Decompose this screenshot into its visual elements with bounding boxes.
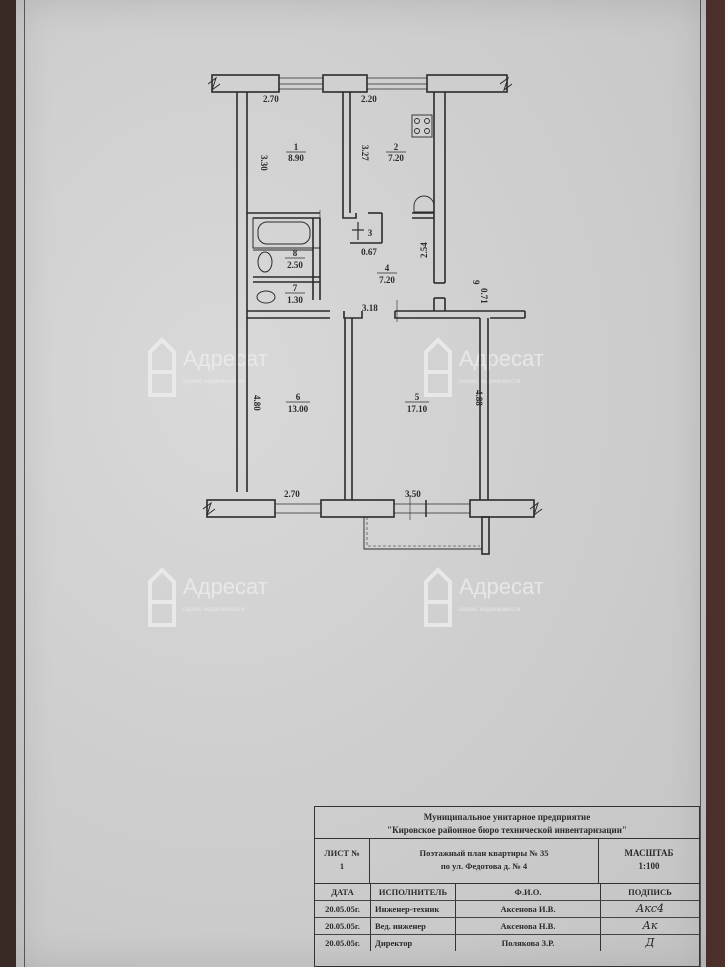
svg-text:2.50: 2.50 (287, 260, 303, 270)
svg-text:3.27: 3.27 (360, 145, 370, 161)
row-signature: Акс4 (635, 902, 665, 915)
plan-title-cell: Поэтажный план квартиры № 35 по ул. Федо… (370, 839, 599, 883)
paper-sheet (16, 0, 706, 967)
svg-text:3: 3 (368, 228, 373, 238)
svg-text:сервис недвижимости: сервис недвижимости (459, 379, 520, 385)
scale-value: 1:100 (638, 861, 660, 871)
svg-text:4: 4 (385, 263, 390, 273)
table-row: 20.05.05г. Директор Полякова З.Р. Д (315, 935, 699, 951)
header-executor: ИСПОЛНИТЕЛЬ (371, 884, 456, 900)
svg-text:0.71: 0.71 (479, 288, 489, 304)
row-name: Аксенова Н.В. (456, 918, 601, 934)
sheet-cell: ЛИСТ № 1 (315, 839, 370, 883)
room-5-label: 5 17.10 (405, 392, 429, 414)
room-3-label: 3 0.67 (361, 228, 377, 257)
row-executor: Вед. инженер (371, 918, 456, 934)
svg-text:1: 1 (294, 142, 299, 152)
svg-text:Адресат: Адресат (183, 574, 268, 599)
svg-text:2: 2 (394, 142, 399, 152)
room-2-label: 2 7.20 (386, 142, 406, 163)
svg-text:3.18: 3.18 (362, 303, 378, 313)
room-7-label: 7 1.30 (285, 283, 305, 305)
svg-text:7: 7 (293, 283, 298, 293)
room-6-label: 6 13.00 (286, 392, 310, 414)
scale-cell: МАСШТАБ 1:100 (599, 839, 699, 883)
watermark-3: Адресат сервис недвижимости (148, 567, 268, 627)
svg-text:сервис недвижимости: сервис недвижимости (183, 379, 244, 385)
row-date: 20.05.05г. (315, 935, 371, 951)
svg-text:9: 9 (471, 280, 481, 285)
plan-title-line-1: Поэтажный план квартиры № 35 (419, 848, 549, 858)
svg-text:7.20: 7.20 (379, 275, 395, 285)
row-name: Полякова З.Р. (456, 935, 601, 951)
row-date: 20.05.05г. (315, 901, 371, 917)
svg-text:Адресат: Адресат (459, 574, 544, 599)
watermark-1: Адресат сервис недвижимости (148, 337, 268, 397)
organization-name: Муниципальное унитарное предприятие "Кир… (315, 807, 699, 839)
plan-title-line-2: по ул. Федотова д. № 4 (440, 861, 528, 871)
svg-text:3.50: 3.50 (405, 489, 421, 499)
svg-text:4.88: 4.88 (474, 390, 484, 406)
svg-text:13.00: 13.00 (288, 404, 309, 414)
svg-text:17.10: 17.10 (407, 404, 428, 414)
svg-text:2.70: 2.70 (263, 94, 279, 104)
room-1-label: 1 8.90 (286, 142, 306, 163)
svg-text:3.30: 3.30 (259, 155, 269, 171)
row-name: Аксенова И.В. (456, 901, 601, 917)
row-signature: Ак (642, 919, 658, 932)
room-4-label: 4 7.20 (377, 263, 397, 285)
row-date: 20.05.05г. (315, 918, 371, 934)
table-row: 20.05.05г. Вед. инженер Аксенова Н.В. Ак (315, 918, 699, 935)
row-executor: Директор (371, 935, 456, 951)
svg-text:Адресат: Адресат (183, 346, 268, 371)
room-8-label: 8 2.50 (285, 248, 305, 270)
pantry-icon (352, 222, 364, 240)
svg-text:0.67: 0.67 (361, 247, 377, 257)
left-frame-line (24, 0, 25, 967)
org-line-2: "Кировское районное бюро технической инв… (387, 825, 627, 835)
room-9-label: 9 0.71 (471, 280, 489, 304)
svg-text:сервис недвижимости: сервис недвижимости (459, 607, 520, 613)
svg-text:2.20: 2.20 (361, 94, 377, 104)
svg-text:4.80: 4.80 (252, 395, 262, 411)
org-line-1: Муниципальное унитарное предприятие (423, 812, 591, 822)
header-signature: ПОДПИСЬ (628, 887, 672, 897)
svg-text:2.54: 2.54 (419, 242, 429, 258)
svg-text:сервис недвижимости: сервис недвижимости (183, 607, 244, 613)
svg-text:1.30: 1.30 (287, 295, 303, 305)
title-block: Муниципальное унитарное предприятие "Кир… (314, 806, 700, 967)
svg-text:8.90: 8.90 (288, 153, 304, 163)
scale-label: МАСШТАБ (624, 848, 674, 858)
svg-text:8: 8 (293, 248, 298, 258)
title-row: ЛИСТ № 1 Поэтажный план квартиры № 35 по… (315, 839, 699, 884)
row-executor: Инженер-техник (371, 901, 456, 917)
row-signature: Д (645, 936, 655, 949)
svg-text:Адресат: Адресат (459, 346, 544, 371)
svg-text:2.70: 2.70 (284, 489, 300, 499)
stove-icon (411, 114, 433, 138)
table-row: 20.05.05г. Инженер-техник Аксенова И.В. … (315, 901, 699, 918)
sheet-number: 1 (339, 861, 345, 871)
table-header-row: ДАТА ИСПОЛНИТЕЛЬ Ф.И.О. ПОДПИСЬ (315, 884, 699, 901)
svg-text:5: 5 (415, 392, 420, 402)
sink-icon (413, 195, 435, 213)
watermark-2: Адресат сервис недвижимости (424, 337, 544, 397)
watermark-4: Адресат сервис недвижимости (424, 567, 544, 627)
table-edge (706, 0, 725, 967)
svg-text:7.20: 7.20 (388, 153, 404, 163)
svg-text:6: 6 (296, 392, 301, 402)
header-name: Ф.И.О. (456, 884, 601, 900)
header-date: ДАТА (315, 884, 371, 900)
sheet-label: ЛИСТ № (324, 848, 360, 858)
right-frame-line (700, 0, 701, 967)
